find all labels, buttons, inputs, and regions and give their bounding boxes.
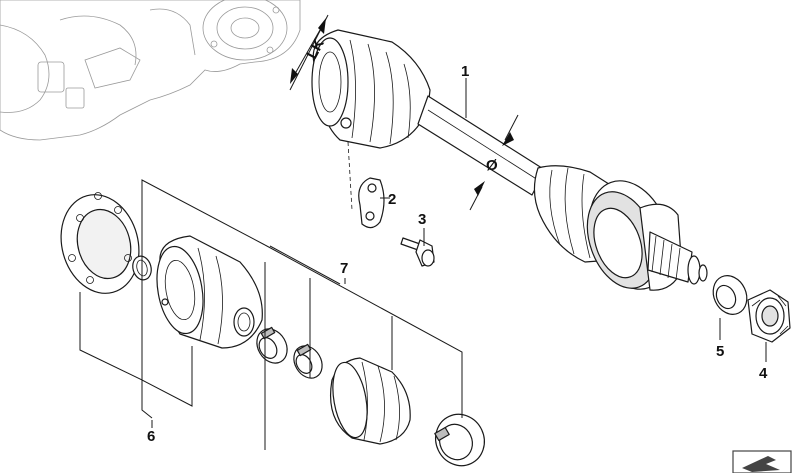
lock-ring-part bbox=[712, 275, 748, 315]
leader-lines bbox=[151, 78, 767, 428]
joint-boot-part bbox=[329, 357, 411, 445]
group-brackets bbox=[79, 179, 463, 450]
clamp-small-b-part bbox=[293, 343, 323, 379]
drive-shaft-assembly bbox=[311, 29, 708, 291]
differential-housing bbox=[0, 0, 301, 141]
arrow-tag-icon bbox=[732, 450, 792, 473]
callout-7: 7 bbox=[340, 260, 348, 277]
cv-joint-part bbox=[156, 235, 263, 349]
diameter-label: Ø bbox=[486, 157, 498, 174]
callout-1: 1 bbox=[461, 63, 469, 80]
callout-5: 5 bbox=[716, 343, 724, 360]
bolt-part bbox=[400, 237, 435, 267]
callouts: 1 2 3 4 5 6 7 bbox=[147, 63, 768, 445]
callout-6: 6 bbox=[147, 428, 155, 445]
lock-plate-part bbox=[347, 141, 385, 229]
callout-3: 3 bbox=[418, 211, 426, 228]
flange-cover-part bbox=[60, 192, 140, 294]
diameter-dimension: Ø bbox=[469, 114, 519, 211]
clamp-large-part bbox=[434, 413, 485, 467]
callout-4: 4 bbox=[759, 365, 768, 382]
hub-nut-part bbox=[747, 289, 791, 343]
callout-2: 2 bbox=[388, 191, 396, 208]
